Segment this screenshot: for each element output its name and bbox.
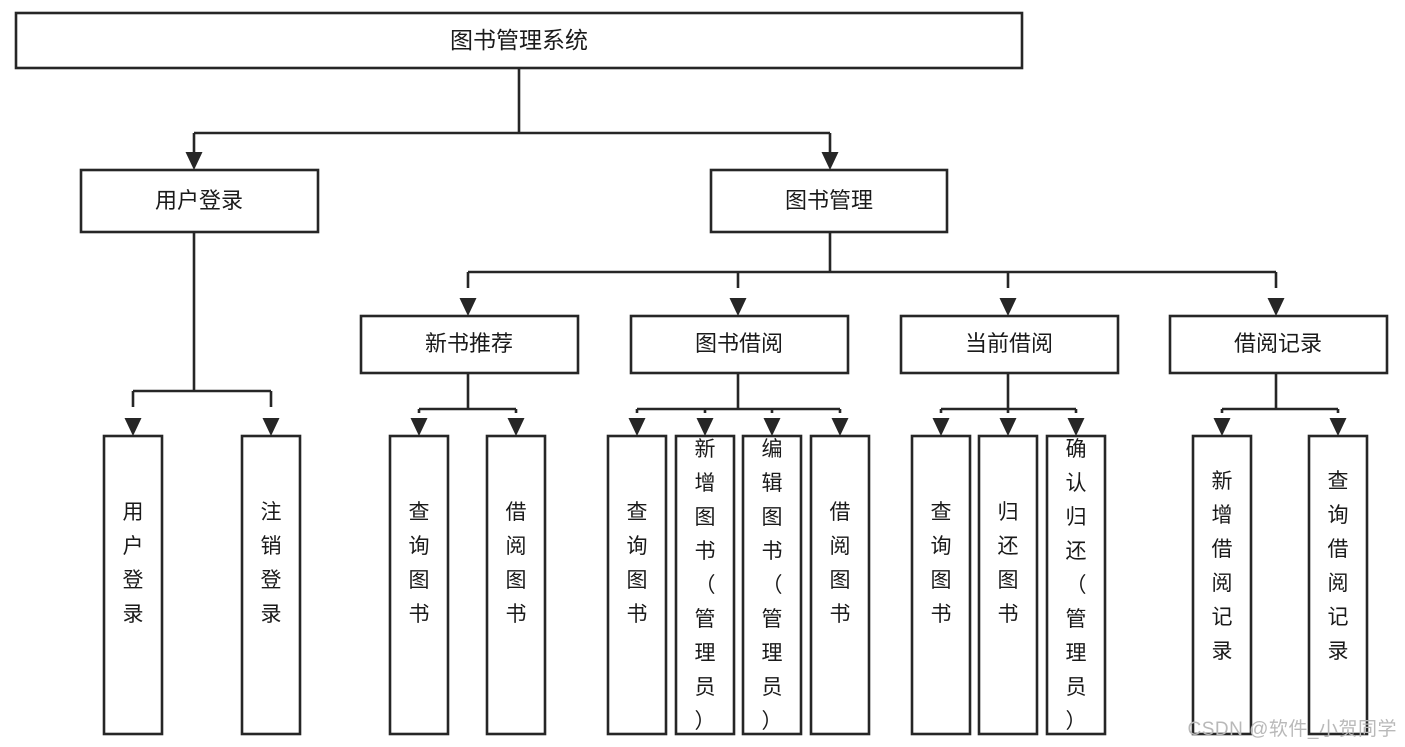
- connector-group-borrow-record: [1213, 373, 1347, 436]
- arrow-leaf-logout-login: [262, 418, 280, 436]
- node-new-book-recommend-label: 新书推荐: [425, 331, 513, 356]
- arrow-leaf-query-book-borrow: [628, 418, 646, 436]
- node-root-label: 图书管理系统: [450, 27, 588, 53]
- node-leaf-query-book-borrow-box[interactable]: [606, 434, 668, 736]
- arrow-leaf-query-book-current: [932, 418, 950, 436]
- node-leaf-borrow-book-box[interactable]: [809, 434, 871, 736]
- node-book-manage[interactable]: 图书管理: [709, 168, 949, 234]
- node-leaf-query-borrow-record-box[interactable]: [1307, 434, 1369, 736]
- node-user-login[interactable]: 用户登录: [79, 168, 320, 234]
- arrow-leaf-return-book: [999, 418, 1017, 436]
- connector-group-new-book-recommend: [410, 373, 525, 436]
- node-leaf-logout-login-label: 注销登录: [261, 501, 282, 626]
- arrow-to-current-borrow: [999, 298, 1017, 316]
- node-root-box[interactable]: [14, 11, 1024, 70]
- node-user-login-label: 用户登录: [155, 188, 243, 213]
- node-leaf-user-login-box[interactable]: [102, 434, 164, 736]
- node-leaf-query-book-current-box[interactable]: [910, 434, 972, 736]
- node-leaf-add-borrow-record[interactable]: 新增借阅记录: [1191, 434, 1253, 736]
- node-new-book-recommend-box[interactable]: [359, 314, 580, 375]
- arrow-to-book-borrow: [729, 298, 747, 316]
- node-leaf-borrow-book-rec-box[interactable]: [485, 434, 547, 736]
- node-leaf-add-book-admin-label: 新增图书（管理员）: [695, 438, 716, 733]
- arrow-leaf-confirm-return-admin: [1067, 418, 1085, 436]
- node-leaf-confirm-return-admin-label: 确认归还（管理员）: [1066, 438, 1087, 733]
- node-leaf-return-book-box[interactable]: [977, 434, 1039, 736]
- node-leaf-query-book-rec-label: 查询图书: [409, 501, 430, 626]
- node-new-book-recommend[interactable]: 新书推荐: [359, 314, 580, 375]
- node-leaf-query-borrow-record-label: 查询借阅记录: [1328, 470, 1349, 663]
- node-leaf-edit-book-admin[interactable]: 编辑图书（管理员）: [741, 434, 803, 736]
- arrow-leaf-borrow-book-rec: [507, 418, 525, 436]
- node-book-manage-label: 图书管理: [785, 188, 873, 213]
- node-borrow-record-box[interactable]: [1168, 314, 1389, 375]
- node-leaf-confirm-return-admin[interactable]: 确认归还（管理员）: [1045, 434, 1107, 736]
- node-leaf-query-book-rec[interactable]: 查询图书: [388, 434, 450, 736]
- arrow-leaf-edit-book-admin: [763, 418, 781, 436]
- connector-group-user-login: [124, 232, 280, 436]
- arrow-leaf-user-login: [124, 418, 142, 436]
- arrow-leaf-query-book-rec: [410, 418, 428, 436]
- node-leaf-add-book-admin-box[interactable]: [674, 434, 736, 736]
- node-borrow-record[interactable]: 借阅记录: [1168, 314, 1389, 375]
- node-leaf-query-borrow-record[interactable]: 查询借阅记录: [1307, 434, 1369, 736]
- node-leaf-edit-book-admin-box[interactable]: [741, 434, 803, 736]
- node-leaf-logout-login[interactable]: 注销登录: [240, 434, 302, 736]
- node-book-borrow-box[interactable]: [629, 314, 850, 375]
- node-book-borrow[interactable]: 图书借阅: [629, 314, 850, 375]
- node-leaf-confirm-return-admin-box[interactable]: [1045, 434, 1107, 736]
- connector-group-book-manage: [459, 232, 1285, 316]
- node-leaf-borrow-book-rec-label: 借阅图书: [506, 501, 527, 626]
- node-leaf-borrow-book-label: 借阅图书: [830, 501, 851, 626]
- arrow-leaf-add-borrow-record: [1213, 418, 1231, 436]
- node-leaf-query-book-borrow-label: 查询图书: [627, 501, 648, 626]
- node-current-borrow-box[interactable]: [899, 314, 1120, 375]
- node-leaf-add-borrow-record-label: 新增借阅记录: [1212, 470, 1233, 663]
- node-leaf-query-book-current-label: 查询图书: [931, 501, 952, 626]
- node-current-borrow[interactable]: 当前借阅: [899, 314, 1120, 375]
- node-leaf-query-book-rec-box[interactable]: [388, 434, 450, 736]
- node-leaf-return-book[interactable]: 归还图书: [977, 434, 1039, 736]
- node-leaf-add-borrow-record-box[interactable]: [1191, 434, 1253, 736]
- node-leaf-user-login-label: 用户登录: [123, 501, 144, 626]
- arrow-to-borrow-record: [1267, 298, 1285, 316]
- node-leaf-logout-login-box[interactable]: [240, 434, 302, 736]
- connector-group-book-borrow: [628, 373, 849, 436]
- node-user-login-box[interactable]: [79, 168, 320, 234]
- arrow-to-user-login: [185, 152, 203, 170]
- node-book-manage-box[interactable]: [709, 168, 949, 234]
- node-current-borrow-label: 当前借阅: [965, 331, 1053, 356]
- node-leaf-query-book-current[interactable]: 查询图书: [910, 434, 972, 736]
- node-leaf-return-book-label: 归还图书: [998, 501, 1019, 626]
- arrow-leaf-query-borrow-record: [1329, 418, 1347, 436]
- node-leaf-add-book-admin[interactable]: 新增图书（管理员）: [674, 434, 736, 736]
- node-borrow-record-label: 借阅记录: [1234, 331, 1322, 356]
- arrow-leaf-borrow-book: [831, 418, 849, 436]
- node-leaf-borrow-book-rec[interactable]: 借阅图书: [485, 434, 547, 736]
- node-book-borrow-label: 图书借阅: [695, 331, 783, 356]
- node-leaf-query-book-borrow[interactable]: 查询图书: [606, 434, 668, 736]
- arrow-to-book-manage: [821, 152, 839, 170]
- arrow-to-new-book-recommend: [459, 298, 477, 316]
- connector-group-root: [185, 68, 839, 170]
- connector-group-current-borrow: [932, 373, 1085, 436]
- node-root[interactable]: 图书管理系统: [14, 11, 1024, 70]
- node-leaf-edit-book-admin-label: 编辑图书（管理员）: [762, 438, 783, 733]
- node-leaf-borrow-book[interactable]: 借阅图书: [809, 434, 871, 736]
- arrow-leaf-add-book-admin: [696, 418, 714, 436]
- node-leaf-user-login[interactable]: 用户登录: [102, 434, 164, 736]
